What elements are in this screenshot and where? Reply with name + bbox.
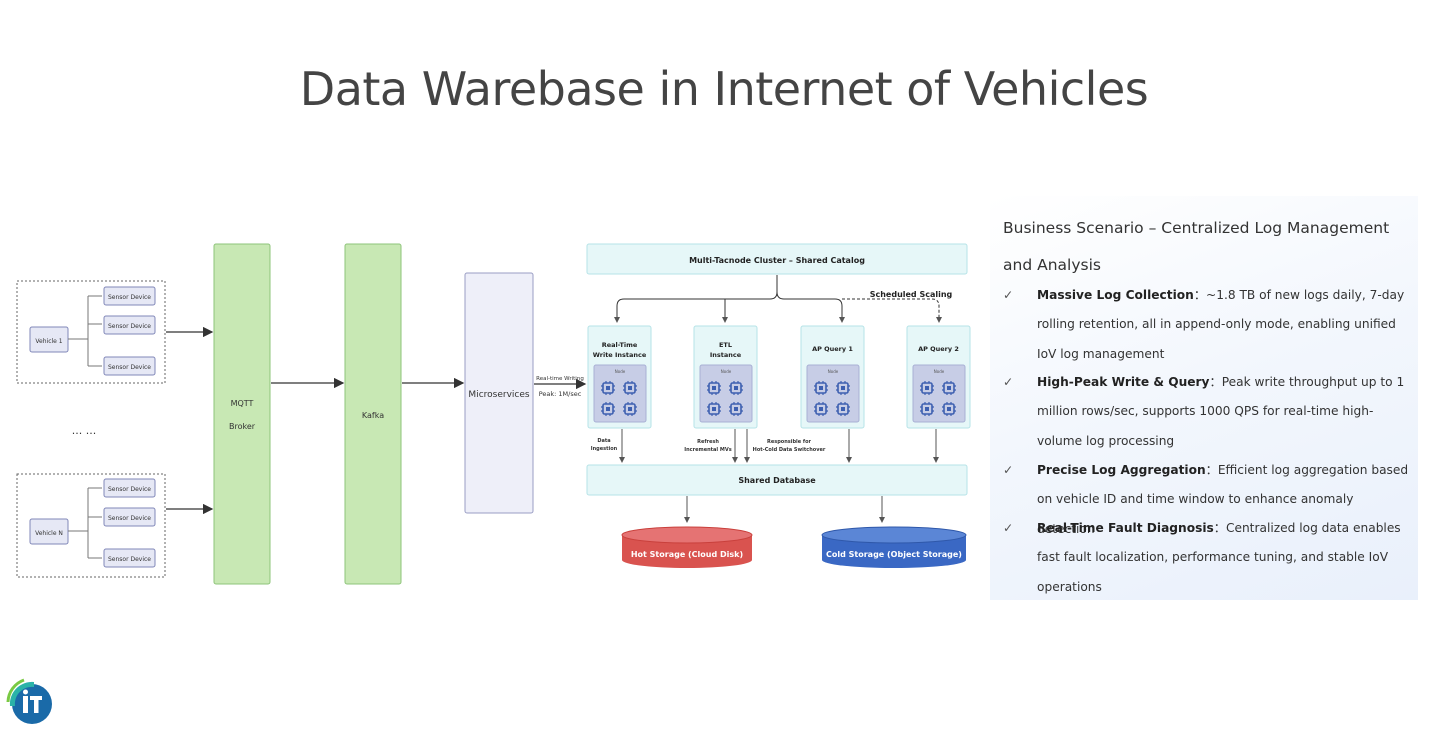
instance-label: Write Instance [593,351,647,359]
node-label: Node [828,369,839,374]
mqtt-broker-block [213,243,271,585]
hot-storage-cylinder: Hot Storage (Cloud Disk) [621,526,753,568]
scheduled-scaling-label: Scheduled Scaling [870,290,953,299]
sensor-device-box [103,507,156,527]
bullet-item: ✓ Real-Time Fault Diagnosis：Centralized … [1003,514,1413,602]
hot-cold-switch-label: Hot-Cold Data Switchover [753,447,826,453]
sensor-device-box [103,548,156,568]
sensor-device-label: Sensor Device [108,486,151,493]
architecture-diagram: Vehicle 1 Sensor Device Sensor Device Se… [16,243,971,585]
check-icon: ✓ [1003,288,1014,302]
sensor-device-box [103,315,156,335]
peak-label: Peak: 1M/sec [539,390,582,398]
ap-query-1-instance: AP Query 1 Node [800,325,865,429]
mqtt-label: MQTT [231,399,254,408]
bullet-item: ✓ Precise Log Aggregation：Efficient log … [1003,456,1413,544]
bullet-item: ✓ Massive Log Collection：~1.8 TB of new … [1003,281,1413,369]
hot-cold-switch-label: Responsible for [767,439,812,445]
page-title: Data Warebase in Internet of Vehicles [299,62,1149,116]
bullet-item: ✓ High-Peak Write & Query：Peak write thr… [1003,368,1413,456]
sensor-device-box [103,356,156,376]
broker-label: Broker [229,422,256,431]
refresh-mv-label: Refresh [697,439,719,445]
check-icon: ✓ [1003,463,1014,477]
ap-query-2-instance: AP Query 2 Node [906,325,971,429]
vehicle-1-label: Vehicle 1 [35,338,62,345]
microservices-block [464,272,534,514]
etl-instance: ETL Instance Node [693,325,758,429]
vehicle-n-label: Vehicle N [35,530,63,537]
hot-storage-label: Hot Storage (Cloud Disk) [631,550,743,559]
cold-storage-label: Cold Storage (Object Storage) [826,550,962,559]
kafka-label: Kafka [362,411,384,420]
shared-database-box [586,464,968,496]
panel-title: Business Scenario – Centralized Log Mana… [1003,219,1390,274]
real-time-writing-label: Real-time Writing [536,376,584,382]
sensor-device-label: Sensor Device [108,556,151,563]
sensor-device-box [103,286,156,306]
sensor-device-label: Sensor Device [108,323,151,330]
ellipsis-label: ... ... [72,424,96,437]
check-icon: ✓ [1003,375,1014,389]
bullet-text: Efficient log aggregation based on vehic… [1037,463,1409,536]
bullet-text: ~1.8 TB of new logs daily, 7-day rolling… [1037,288,1405,361]
bullet-separator: ： [1213,521,1226,535]
cluster-header-box [586,243,968,275]
node-label: Node [615,369,626,374]
instance-label: Instance [710,351,742,359]
check-icon: ✓ [1003,521,1014,535]
shared-database-label: Shared Database [738,476,816,485]
cluster-header-label: Multi-Tacnode Cluster – Shared Catalog [689,256,865,265]
sensor-device-label: Sensor Device [108,515,151,522]
refresh-mv-label: Incremental MVs [684,447,731,453]
vehicle-group-top: Vehicle 1 Sensor Device Sensor Device Se… [16,280,166,384]
node-label: Node [721,369,732,374]
sensor-device-label: Sensor Device [108,294,151,301]
real-time-write-instance: Real-Time Write Instance Node [587,325,652,429]
instance-label: AP Query 2 [918,345,959,353]
kafka-block [344,243,402,585]
data-ingestion-label: Ingestion [591,446,618,452]
bullet-text: Peak write throughput up to 1 million ro… [1037,375,1405,448]
vehicle-group-bottom: Vehicle N Sensor Device Sensor Device Se… [16,473,166,578]
bullet-separator: ： [1209,375,1222,389]
instance-label: ETL [719,341,732,349]
node-label: Node [934,369,945,374]
bullet-heading: High-Peak Write & Query [1037,375,1210,389]
data-ingestion-label: Data [597,438,610,444]
sensor-device-label: Sensor Device [108,364,151,371]
cold-storage-cylinder: Cold Storage (Object Storage) [821,526,967,568]
bullet-heading: Precise Log Aggregation [1037,463,1206,477]
bullet-separator: ： [1205,463,1218,477]
bullet-separator: ： [1193,288,1207,302]
instance-label: Real-Time [602,341,638,349]
microservices-label: Microservices [468,390,529,400]
circular-logo-icon [6,678,52,724]
bullet-heading: Massive Log Collection [1037,288,1194,302]
instance-label: AP Query 1 [812,345,853,353]
bullet-heading: Real-Time Fault Diagnosis [1037,521,1214,535]
business-scenario-panel: Business Scenario – Centralized Log Mana… [990,196,1418,600]
bullet-text: Centralized log data enables fast fault … [1037,521,1401,594]
sensor-device-box [103,478,156,498]
